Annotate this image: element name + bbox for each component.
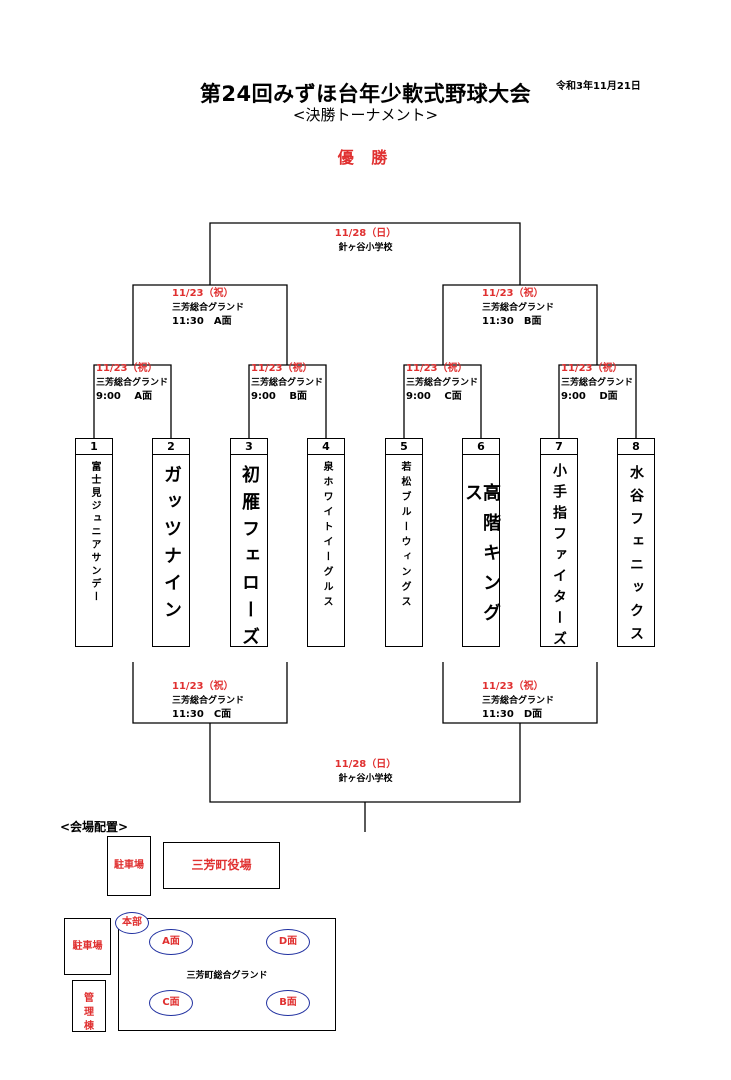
team-number: 3 [231,439,267,455]
page-title: 第24回みずほ台年少軟式野球大会 [199,82,532,106]
team-name: 富士見ジュニアサンデー [89,461,100,604]
field-b-marker: B面 [266,990,310,1016]
team-name: 小手指ファイターズ [551,463,567,652]
consolation-left-info: 11/23（祝） 三芳総合グランド 11:30 C面 [172,680,244,722]
ground-label: 三芳町総合グランド [186,971,268,981]
team-number: 8 [618,439,654,455]
field-d-marker: D面 [266,929,310,955]
team-number: 7 [541,439,577,455]
team-box-4: 4 泉ホワイトイーグルス [307,438,345,647]
consolation-right-info: 11/23（祝） 三芳総合グランド 11:30 D面 [482,680,554,722]
team-name: 泉ホワイトイーグルス [321,461,332,611]
final-bottom-info: 11/28（日） 針ヶ谷小学校 [300,758,431,786]
semi-left-time: 11:30 A面 [172,316,232,327]
parking-left-box: 駐車場 [64,918,111,975]
team-name: ガッツナイン [161,465,182,627]
consolation-right-date: 11/23（祝） [482,681,544,692]
quarter-a-time: 9:00 A面 [96,391,153,402]
team-number: 5 [386,439,422,455]
team-box-3: 3 初雁フェローズ [230,438,268,654]
quarter-c-venue: 三芳総合グランド [406,378,479,388]
semi-right-info: 11/23（祝） 三芳総合グランド 11:30 B面 [482,287,554,329]
consolation-left-venue: 三芳総合グランド [172,696,245,706]
quarter-a-venue: 三芳総合グランド [96,378,169,388]
consolation-left-time: 11:30 C面 [172,709,232,720]
team-number: 6 [463,439,499,455]
semi-left-venue: 三芳総合グランド [172,303,245,313]
venue-map-heading: <会場配置> [60,820,129,834]
quarter-d-date: 11/23（祝） [561,363,623,374]
field-c-marker: C面 [149,990,193,1016]
team-name: 若松ブルーウィングス [399,461,410,611]
page-subtitle: <決勝トーナメント> [292,106,439,124]
town-office-label: 三芳町役場 [191,858,252,872]
field-a-marker: A面 [149,929,193,955]
semi-left-info: 11/23（祝） 三芳総合グランド 11:30 A面 [172,287,244,329]
final-top-info: 11/28（日） 針ヶ谷小学校 [300,227,431,255]
quarter-a-info: 11/23（祝） 三芳総合グランド 9:00 A面 [96,362,168,404]
parking-left-label: 駐車場 [72,941,103,952]
final-bottom-venue: 針ヶ谷小学校 [338,774,393,784]
town-office-box: 三芳町役場 [163,842,280,889]
quarter-c-date: 11/23（祝） [406,363,468,374]
team-name: 初雁フェローズ [239,465,260,654]
quarter-b-info: 11/23（祝） 三芳総合グランド 9:00 B面 [251,362,323,404]
quarter-b-date: 11/23（祝） [251,363,313,374]
management-label: 管理棟 [84,993,94,1032]
quarter-c-info: 11/23（祝） 三芳総合グランド 9:00 C面 [406,362,478,404]
team-number: 1 [76,439,112,455]
consolation-right-time: 11:30 D面 [482,709,543,720]
quarter-d-info: 11/23（祝） 三芳総合グランド 9:00 D面 [561,362,633,404]
team-box-2: 2 ガッツナイン [152,438,190,647]
quarter-d-time: 9:00 D面 [561,391,618,402]
team-box-6: 6 高階キングス [462,438,501,647]
quarter-b-time: 9:00 B面 [251,391,307,402]
semi-right-venue: 三芳総合グランド [482,303,555,313]
final-top-venue: 針ヶ谷小学校 [338,243,393,253]
team-name: 高階キングス [462,483,501,633]
final-top-date: 11/28（日） [334,228,397,239]
team-box-8: 8 水谷フェニックス [617,438,655,649]
parking-top-label: 駐車場 [114,860,144,871]
final-bottom-date: 11/28（日） [334,759,397,770]
team-name: 水谷フェニックス [628,465,644,649]
management-box: 管理棟 [72,980,106,1032]
consolation-right-venue: 三芳総合グランド [482,696,555,706]
team-number: 2 [153,439,189,455]
quarter-a-date: 11/23（祝） [96,363,158,374]
semi-left-date: 11/23（祝） [172,288,234,299]
team-box-5: 5 若松ブルーウィングス [385,438,423,647]
consolation-left-date: 11/23（祝） [172,681,234,692]
semi-right-time: 11:30 B面 [482,316,542,327]
parking-top-box: 駐車場 [107,836,151,896]
team-box-7: 7 小手指ファイターズ [540,438,578,652]
headquarters-marker: 本部 [115,912,149,934]
semi-right-date: 11/23（祝） [482,288,544,299]
champion-label: 優 勝 [337,148,394,167]
team-box-1: 1 富士見ジュニアサンデー [75,438,113,647]
team-number: 4 [308,439,344,455]
quarter-c-time: 9:00 C面 [406,391,462,402]
quarter-b-venue: 三芳総合グランド [251,378,324,388]
document-date: 令和3年11月21日 [556,81,641,92]
quarter-d-venue: 三芳総合グランド [561,378,634,388]
